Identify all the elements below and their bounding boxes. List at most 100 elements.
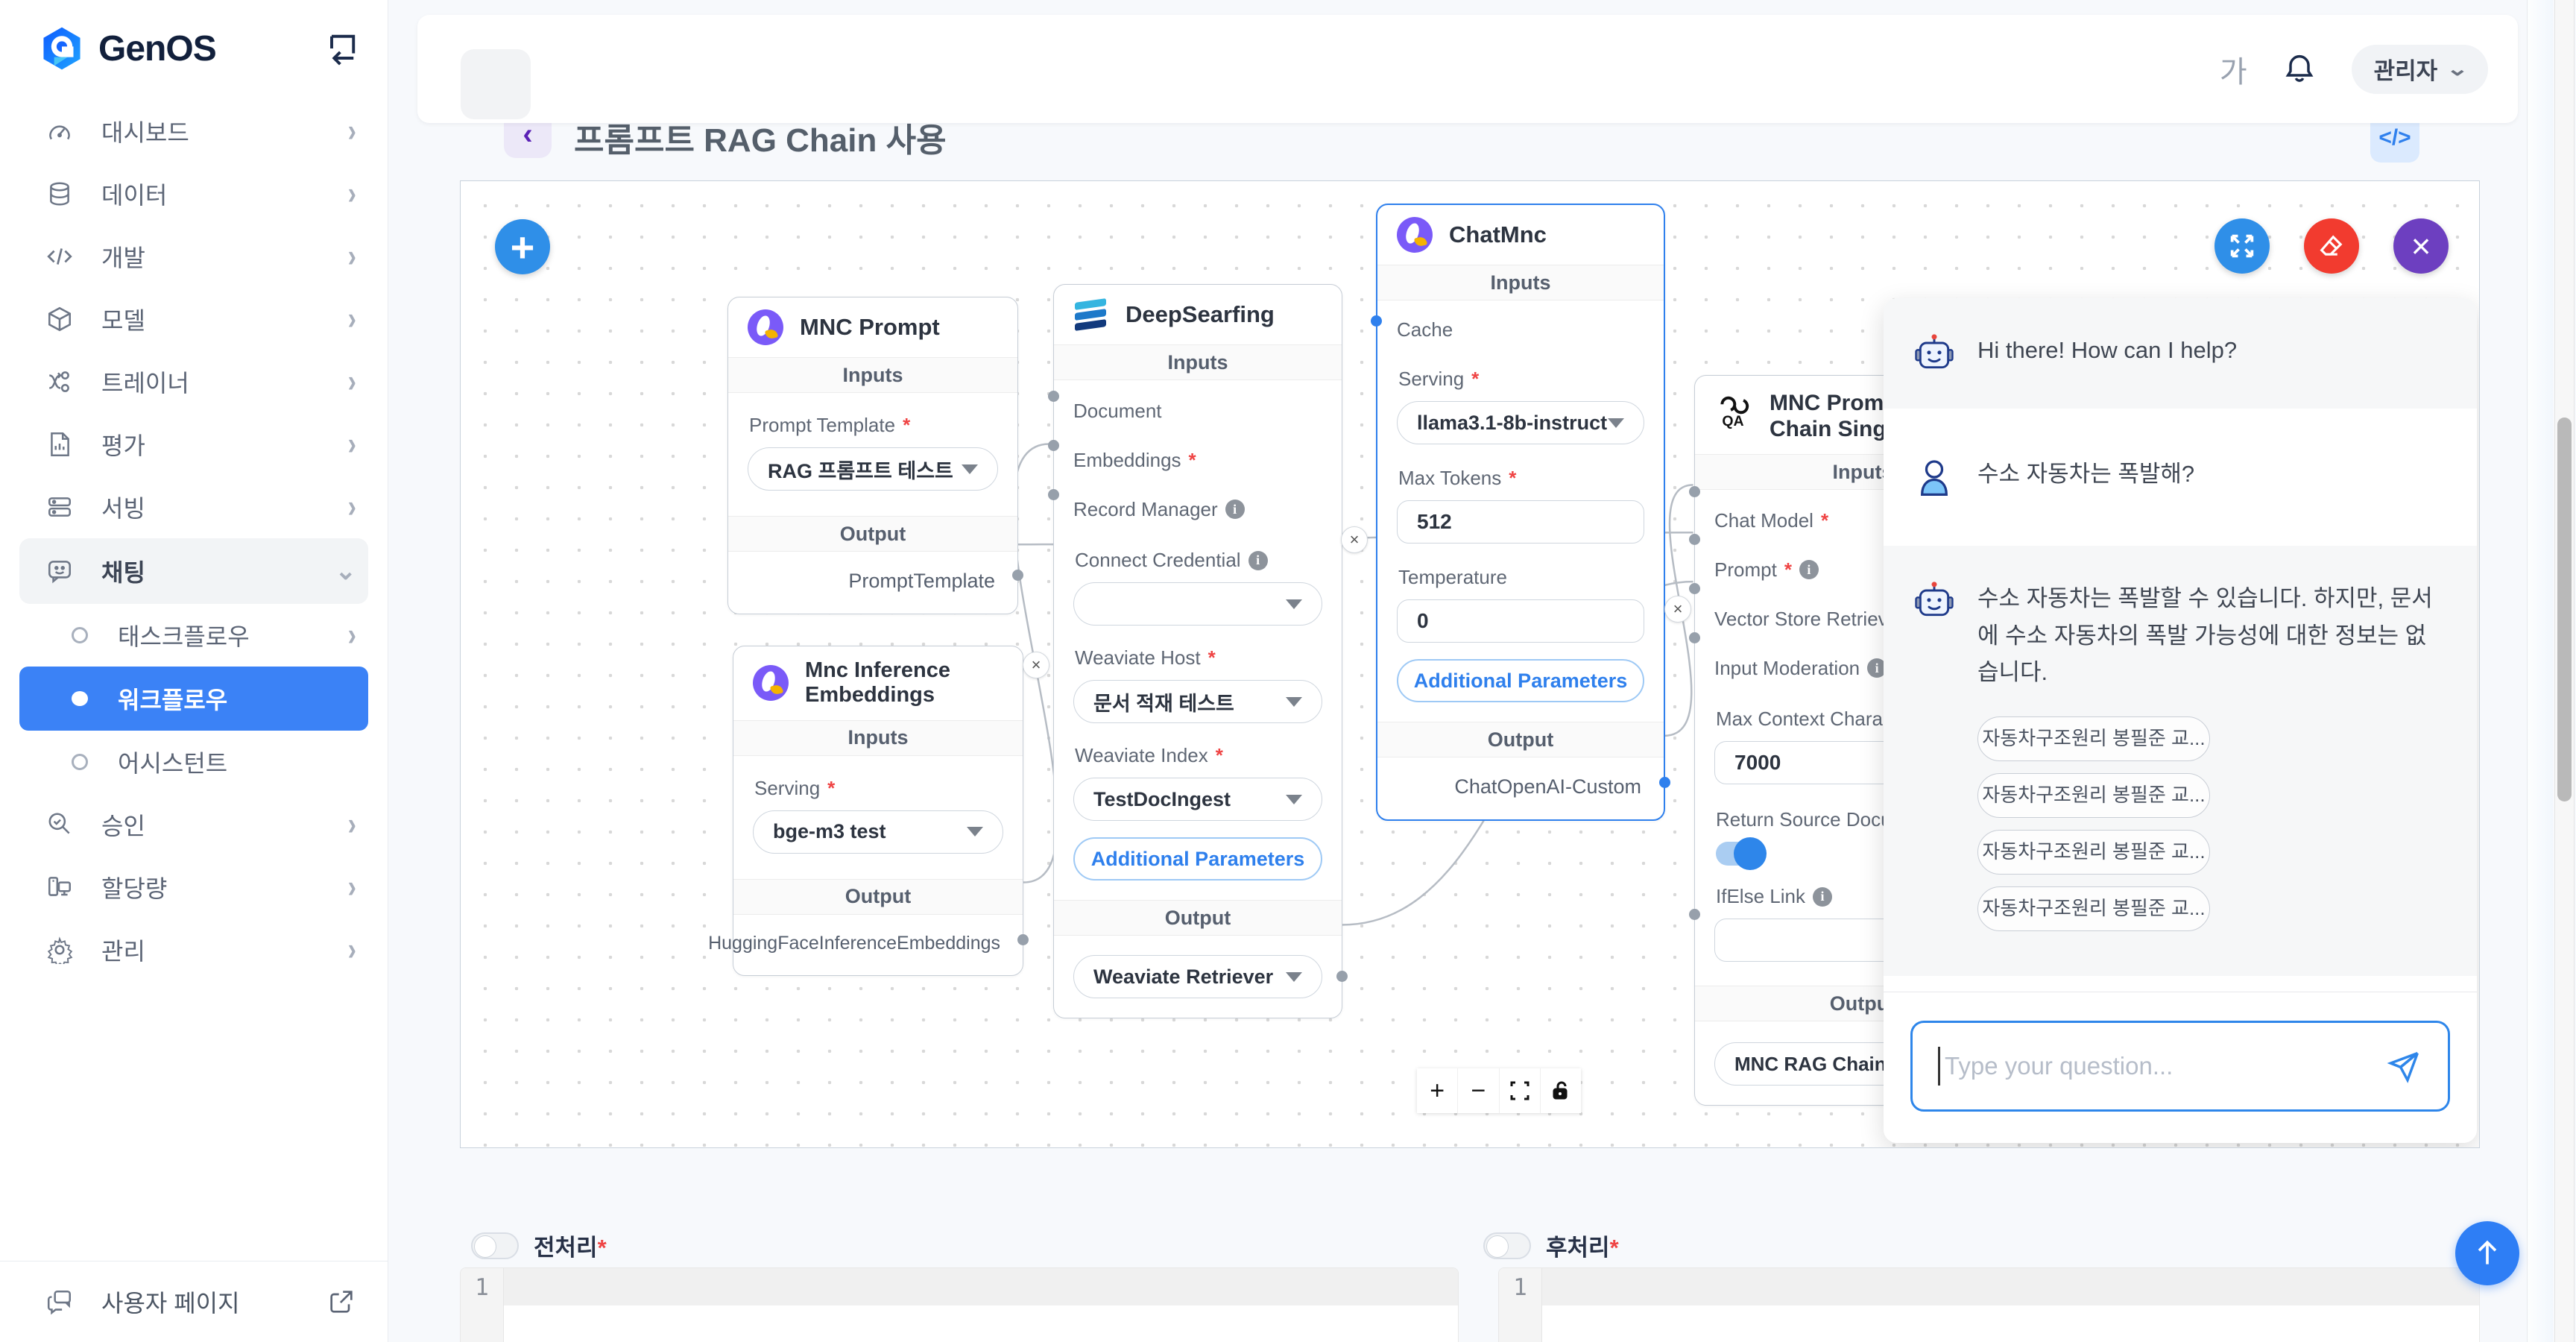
chat-input-area: Type your question...: [1884, 992, 2477, 1143]
close-chat-button[interactable]: ×: [2393, 218, 2449, 274]
node-title: MNC Prompt: [800, 314, 940, 341]
source-document-chip[interactable]: 자동차구조원리 봉필준 교...: [1977, 773, 2210, 818]
input-handle-prompt[interactable]: [1689, 534, 1700, 545]
required-mark: *: [1471, 368, 1479, 391]
required-mark: *: [903, 414, 910, 437]
sidebar-item-evaluation[interactable]: 평가 ›: [0, 413, 388, 476]
return-source-toggle[interactable]: [1716, 842, 1765, 866]
sidebar-item-label: 대시보드: [101, 114, 189, 148]
sidebar-item-label: 어시스턴트: [118, 745, 227, 779]
sidebar-item-label: 할당량: [101, 870, 167, 904]
node-mnc-inference-embeddings[interactable]: Mnc Inference Embeddings Inputs Serving*…: [733, 646, 1023, 976]
edge-delete-icon[interactable]: ×: [1341, 526, 1368, 553]
notifications-bell-icon[interactable]: [2282, 51, 2317, 87]
prompt-template-select[interactable]: RAG 프롬프트 테스트: [748, 447, 998, 491]
chevron-down-icon: [967, 827, 983, 837]
sidebar-item-label: 개발: [101, 239, 145, 274]
inputs-band: Inputs: [1377, 265, 1664, 300]
zoom-out-button[interactable]: −: [1458, 1068, 1499, 1113]
user-menu[interactable]: 관리자 ⌄: [2352, 45, 2488, 94]
sidebar-item-assistant[interactable]: 어시스턴트: [0, 731, 388, 793]
preprocess-toggle[interactable]: [471, 1232, 519, 1259]
select-value: RAG 프롬프트 테스트: [768, 455, 953, 484]
fit-view-button[interactable]: [1500, 1068, 1541, 1113]
port-label: Record Manager: [1073, 498, 1218, 521]
sidebar-item-quota[interactable]: 할당량 ›: [0, 856, 388, 919]
serving-select[interactable]: llama3.1-8b-instruct: [1397, 401, 1644, 444]
edge-delete-icon[interactable]: ×: [1664, 596, 1691, 623]
port-label: Chat Model: [1714, 509, 1813, 532]
postprocess-code-editor[interactable]: 1: [1498, 1267, 2480, 1342]
sidebar-item-trainer[interactable]: 트레이너 ›: [0, 350, 388, 413]
send-icon[interactable]: [2387, 1048, 2422, 1084]
zoom-in-button[interactable]: +: [1417, 1068, 1458, 1113]
scroll-to-top-button[interactable]: [2455, 1221, 2519, 1285]
devices-icon: [43, 871, 76, 904]
fullscreen-button[interactable]: [2214, 218, 2270, 274]
sidebar-item-model[interactable]: 모델 ›: [0, 288, 388, 350]
sidebar-item-dashboard[interactable]: 대시보드 ›: [0, 100, 388, 163]
port-label: Prompt: [1714, 558, 1777, 582]
source-document-chip[interactable]: 자동차구조원리 봉필준 교...: [1977, 716, 2210, 761]
output-select[interactable]: Weaviate Retriever: [1073, 955, 1322, 998]
add-node-button[interactable]: +: [495, 219, 550, 274]
user-avatar-icon: [1913, 456, 1955, 498]
output-band: Output: [1377, 722, 1664, 757]
additional-parameters-button[interactable]: Additional Parameters: [1073, 837, 1322, 881]
flow-canvas[interactable]: + × MNC Prompt Inputs Prompt Template* R…: [460, 180, 2480, 1148]
postprocess-toggle[interactable]: [1483, 1232, 1531, 1259]
serving-select[interactable]: bge-m3 test: [753, 810, 1003, 854]
output-handle[interactable]: [1012, 570, 1023, 581]
source-document-chip[interactable]: 자동차구조원리 봉필준 교...: [1977, 886, 2210, 931]
plus-icon: +: [1430, 1077, 1445, 1106]
additional-parameters-button[interactable]: Additional Parameters: [1397, 659, 1644, 702]
sidebar-item-admin[interactable]: 관리 ›: [0, 919, 388, 981]
sidebar-item-serving[interactable]: 서빙 ›: [0, 476, 388, 538]
source-document-chip[interactable]: 자동차구조원리 봉필준 교...: [1977, 830, 2210, 875]
sidebar-item-chat[interactable]: 채팅 ⌄: [19, 538, 368, 604]
sidebar-item-develop[interactable]: 개발 ›: [0, 225, 388, 288]
sidebar-item-approval[interactable]: 승인 ›: [0, 793, 388, 856]
node-mnc-prompt[interactable]: MNC Prompt Inputs Prompt Template* RAG 프…: [727, 297, 1018, 614]
input-handle-chat-model[interactable]: [1689, 486, 1700, 497]
external-link-icon: [326, 1287, 356, 1317]
output-handle[interactable]: [1336, 971, 1348, 982]
connect-credential-select[interactable]: [1073, 582, 1322, 626]
input-handle-vector-store[interactable]: [1689, 583, 1700, 594]
input-handle-record-manager[interactable]: [1048, 489, 1059, 500]
weaviate-index-select[interactable]: TestDocIngest: [1073, 778, 1322, 821]
sidebar-collapse-icon[interactable]: [322, 29, 361, 68]
max-tokens-input[interactable]: 512: [1397, 500, 1644, 544]
flow-zoom-toolbar: + −: [1417, 1068, 1581, 1113]
node-chatmnc[interactable]: ChatMnc Inputs Cache Serving* llama3.1-8…: [1376, 204, 1665, 821]
input-handle-moderation[interactable]: [1689, 632, 1700, 643]
chevron-down-icon: [1286, 697, 1302, 707]
eraser-icon: [2317, 231, 2346, 261]
input-handle-document[interactable]: [1048, 391, 1059, 402]
report-icon: [43, 428, 76, 461]
input-handle-embeddings[interactable]: [1048, 440, 1059, 451]
sidebar-item-workflow[interactable]: 워크플로우: [19, 667, 368, 731]
input-handle-ifelse[interactable]: [1689, 909, 1700, 920]
weaviate-host-select[interactable]: 문서 적재 테스트: [1073, 680, 1322, 723]
output-handle[interactable]: [1017, 934, 1029, 945]
temperature-input[interactable]: 0: [1397, 599, 1644, 643]
lock-button[interactable]: [1541, 1068, 1581, 1113]
sidebar-item-taskflow[interactable]: 태스크플로우 ›: [0, 604, 388, 667]
sidebar-item-user-page[interactable]: 사용자 페이지: [0, 1261, 388, 1342]
bot-avatar-icon: [1913, 333, 1955, 374]
output-band: Output: [733, 879, 1023, 915]
page-scrollbar[interactable]: [2554, 0, 2575, 1342]
scrollbar-thumb[interactable]: [2557, 418, 2572, 801]
font-size-toggle[interactable]: 가: [2220, 48, 2247, 91]
chat-question-input[interactable]: Type your question...: [1910, 1021, 2450, 1112]
sidebar-item-data[interactable]: 데이터 ›: [0, 163, 388, 225]
input-value: 0: [1417, 609, 1429, 633]
clear-canvas-button[interactable]: [2304, 218, 2359, 274]
node-deepsearfing[interactable]: DeepSearfing Inputs Document Embeddings*…: [1053, 284, 1342, 1018]
sidebar: GenOS 대시보드 › 데이터 › 개발 ›: [0, 0, 388, 1342]
input-handle-cache[interactable]: [1371, 315, 1382, 327]
preprocess-code-editor[interactable]: 1: [460, 1267, 1459, 1342]
output-handle[interactable]: [1659, 777, 1670, 788]
edge-delete-icon[interactable]: ×: [1023, 652, 1049, 678]
